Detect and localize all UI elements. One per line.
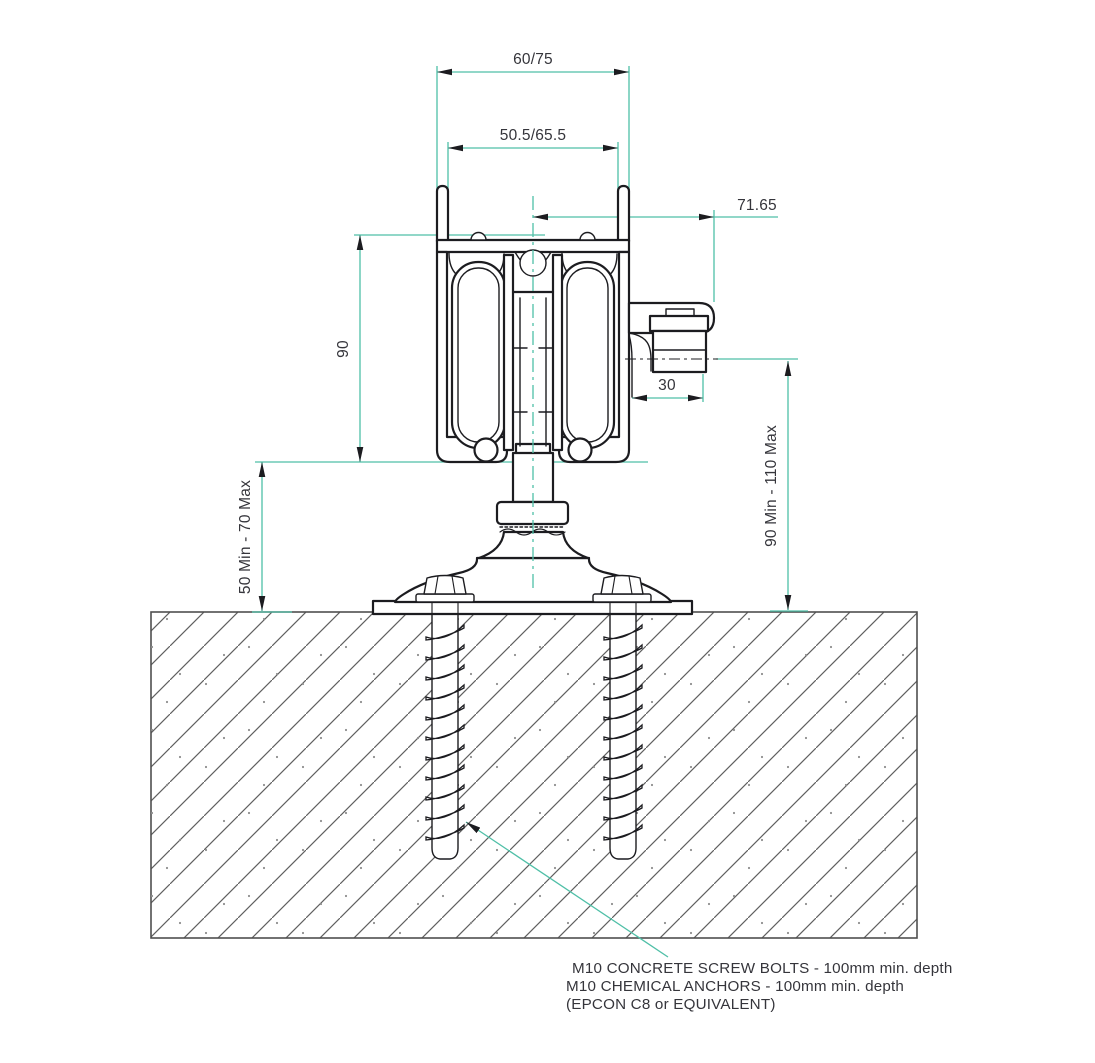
guide-block [651,329,708,374]
dim-guide-offset-label: 30 [658,377,676,394]
dim-track-outer-width-label: 60/75 [513,51,553,68]
anchor-note-line2: M10 CHEMICAL ANCHORS - 100mm min. depth [566,978,904,995]
flange-bolt-right [592,574,652,603]
mount-bracket [625,301,718,398]
dim-track-inner-width-label: 50.5/65.5 [500,127,566,144]
roller-right [559,260,616,450]
dim-right-clearance-label: 90 Min - 110 Max [763,425,780,547]
roller-left [450,260,507,450]
dimension-labels: 60/75 50.5/65.5 71.65 90 30 50 Min - 70 … [237,51,780,594]
dimension-lines [252,66,808,958]
track-profile [435,184,631,464]
dim-center-to-bracket-label: 71.65 [737,197,777,214]
track-fin-right [616,184,631,248]
trolley-plate-left [502,253,515,452]
track-fin-left [435,184,450,248]
bottom-guide-left [473,437,499,463]
anchor-bolt-right [603,611,643,860]
guide-block-flange [648,314,710,333]
anchor-note-line3: (EPCON C8 or EQUIVALENT) [566,996,776,1013]
flange-bolt-left [415,574,475,603]
dim-left-clearance-label: 50 Min - 70 Max [237,480,254,594]
trolley-assembly [450,249,616,463]
anchor-notes: M10 CONCRETE SCREW BOLTS - 100mm min. de… [566,960,953,1013]
bottom-guide-right [567,437,593,463]
anchor-bolt-left [425,611,465,860]
anchor-note-line1: M10 CONCRETE SCREW BOLTS - 100mm min. de… [572,960,953,977]
trolley-plate-right [551,253,564,452]
concrete-slab [150,611,918,939]
dim-track-height-label: 90 [335,340,352,358]
anchor-note-leader [465,821,669,958]
